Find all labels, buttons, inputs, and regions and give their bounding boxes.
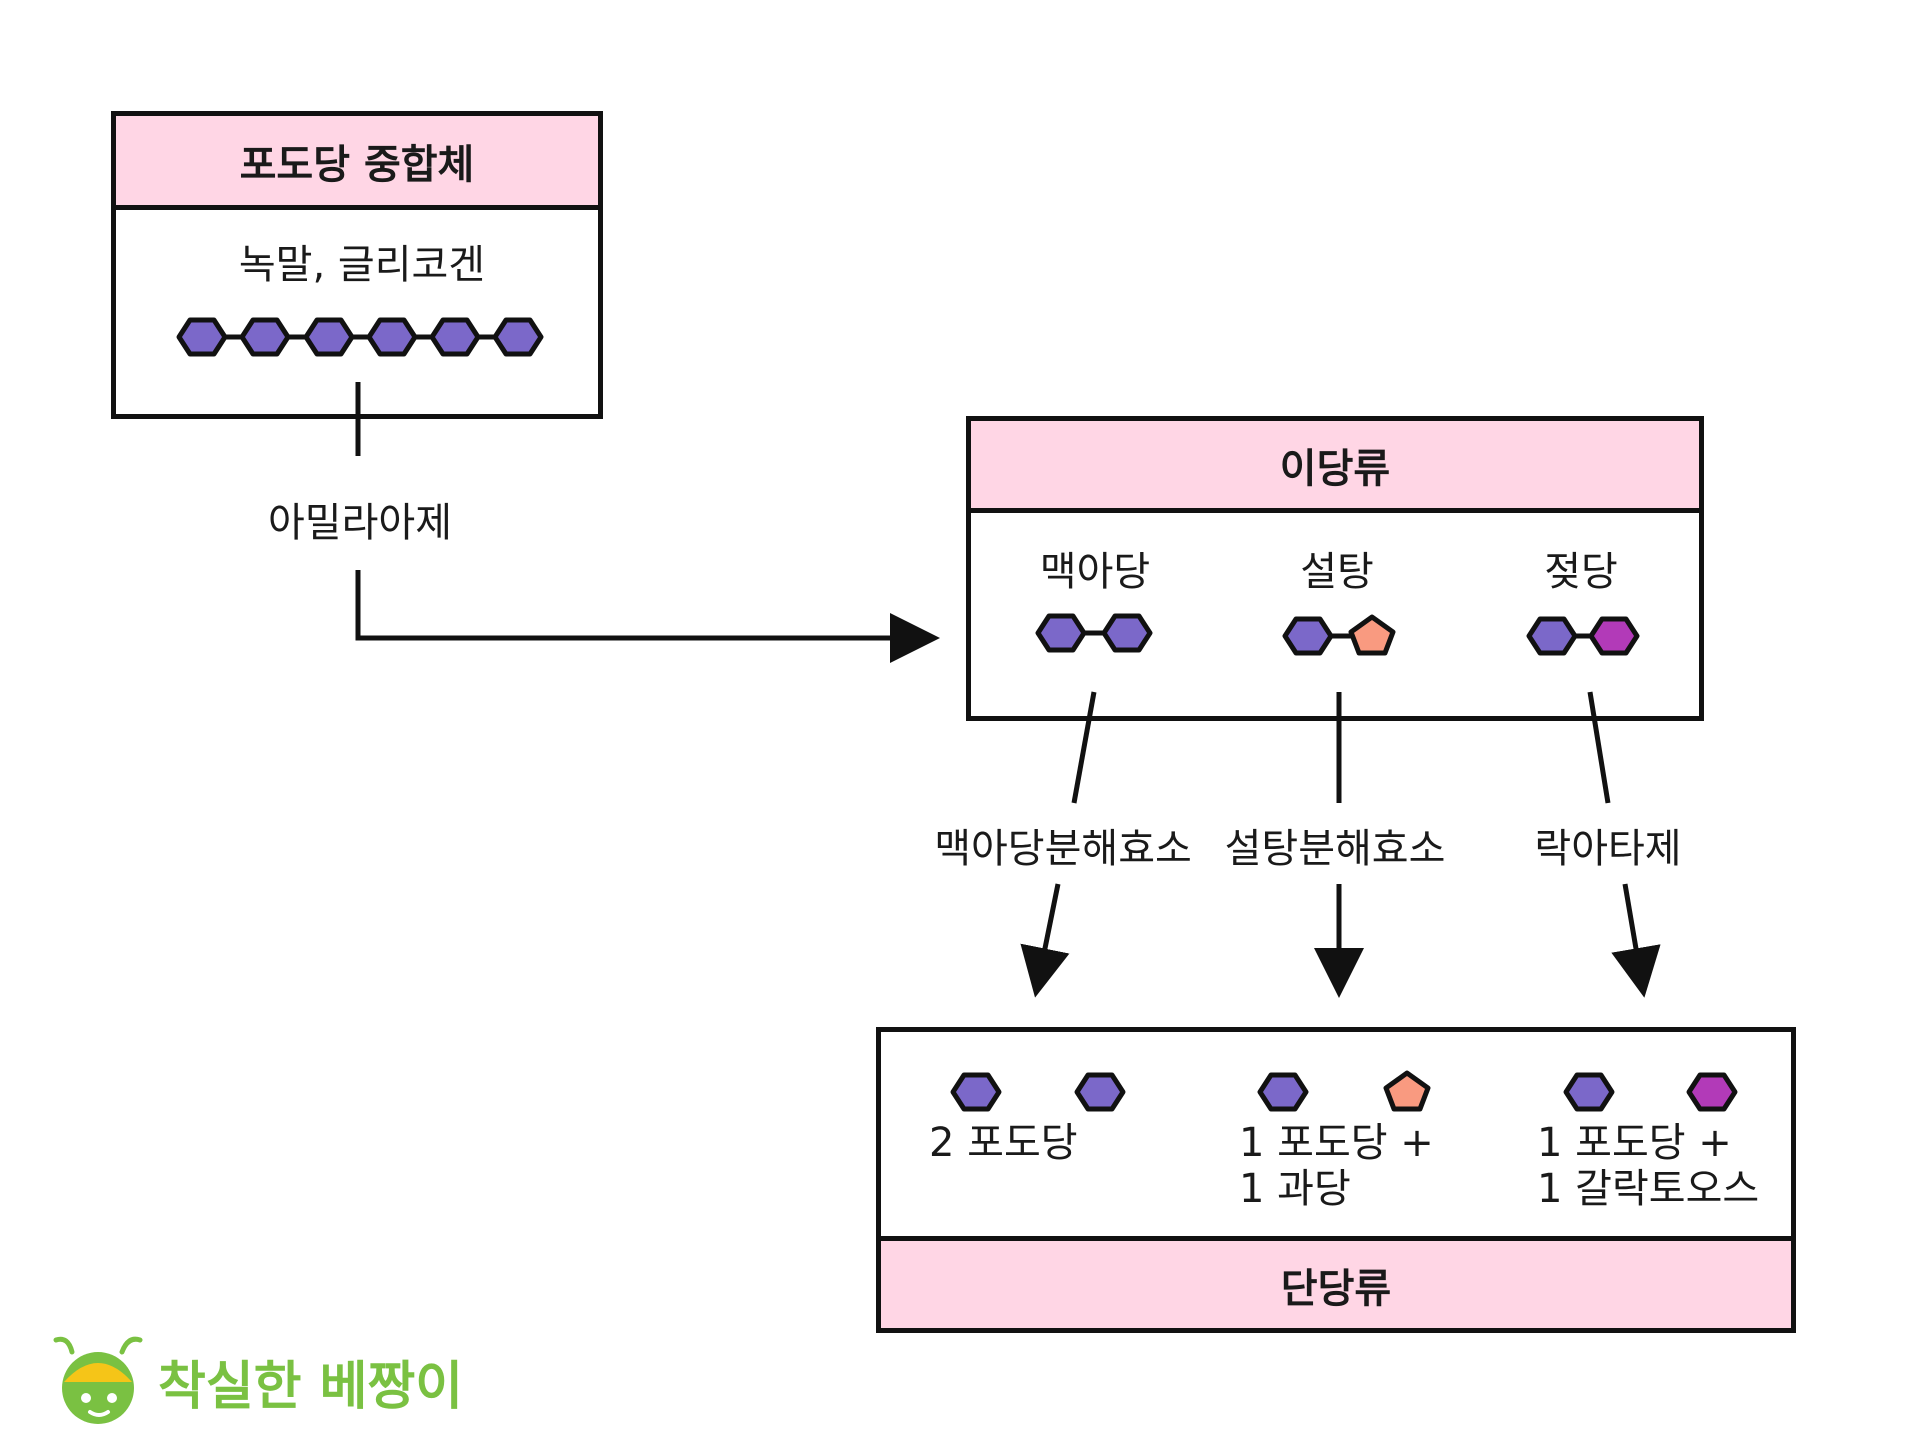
glucose-icon: [1282, 616, 1334, 656]
brand-logo: 착실한 베짱이: [50, 1330, 463, 1430]
sucrose-label: 설탕: [1300, 549, 1374, 595]
lactose-label: 젖당: [1544, 549, 1618, 595]
glucose-chain-icon: [176, 317, 544, 357]
polymer-box: 포도당 중합체 녹말, 글리코겐: [111, 111, 603, 419]
galactose-icon: [1588, 616, 1640, 656]
glucose-icon: [1526, 616, 1578, 656]
product-sucrose: 1 포도당 + 1 과당: [1239, 1120, 1434, 1212]
sucrose-molecule-icon: [1282, 614, 1396, 656]
product-lactose-line1: 1 포도당 +: [1537, 1120, 1732, 1166]
lactase-label: 락아타제: [1534, 826, 1682, 872]
glucose-icon: [303, 317, 355, 357]
glucose-icon: [1257, 1072, 1309, 1112]
fructose-icon: [1383, 1070, 1431, 1112]
maltase-arrow: [1020, 883, 1070, 998]
maltose-molecule-icon: [1035, 613, 1153, 653]
glucose-icon: [1035, 613, 1087, 653]
amylase-label: 아밀라아제: [268, 500, 452, 546]
glucose-icon: [366, 317, 418, 357]
maltose-label: 맥아당: [1039, 549, 1151, 595]
lactose-molecule-icon: [1526, 616, 1640, 656]
monosaccharide-title: 단당류: [881, 1236, 1791, 1328]
disaccharide-title: 이당류: [971, 421, 1699, 513]
glucose-icon: [1101, 613, 1153, 653]
amylase-arrow: [355, 570, 940, 663]
fructose-icon: [1348, 614, 1396, 656]
glucose-icon: [950, 1072, 1002, 1112]
fructose-icon: [1383, 1070, 1431, 1112]
disaccharide-box: 이당류 맥아당 설탕 젖당: [966, 416, 1704, 721]
polymer-examples: 녹말, 글리코겐: [238, 242, 486, 288]
product-sucrose-line1: 1 포도당 +: [1239, 1120, 1434, 1166]
glucose-icon: [1563, 1072, 1615, 1112]
product-maltose-line1: 2 포도당: [929, 1120, 1078, 1166]
lactase-line-top: [1587, 691, 1611, 804]
product-sucrose-line2: 1 과당: [1239, 1166, 1351, 1212]
glucose-icon: [176, 317, 228, 357]
glucose-icon: [239, 317, 291, 357]
glucose-icon: [1074, 1072, 1126, 1112]
glucose-icon: [429, 317, 481, 357]
glucose-icon: [1257, 1072, 1309, 1112]
galactose-icon: [1686, 1072, 1738, 1112]
brand-name: 착실한 베짱이: [158, 1357, 464, 1417]
polymer-title: 포도당 중합체: [116, 116, 598, 210]
product-lactose-line2: 1 갈락토오스: [1537, 1166, 1760, 1212]
glucose-icon: [950, 1072, 1002, 1112]
glucose-icon: [1563, 1072, 1615, 1112]
glucose-icon: [1074, 1072, 1126, 1112]
glucose-icon: [492, 317, 544, 357]
maltase-line-top: [1071, 691, 1097, 804]
lactase-arrow: [1611, 883, 1661, 998]
maltase-label: 맥아당분해효소: [934, 826, 1192, 872]
galactose-icon: [1686, 1072, 1738, 1112]
product-maltose: 2 포도당: [929, 1120, 1078, 1166]
monosaccharide-box: 2 포도당 1 포도당 + 1 과당 1 포도당 + 1 갈락토오스 단당류: [876, 1027, 1796, 1333]
sucrase-label: 설탕분해효소: [1224, 826, 1446, 872]
product-lactose: 1 포도당 + 1 갈락토오스: [1537, 1120, 1759, 1212]
bee-mascot-icon: [53, 1336, 143, 1424]
